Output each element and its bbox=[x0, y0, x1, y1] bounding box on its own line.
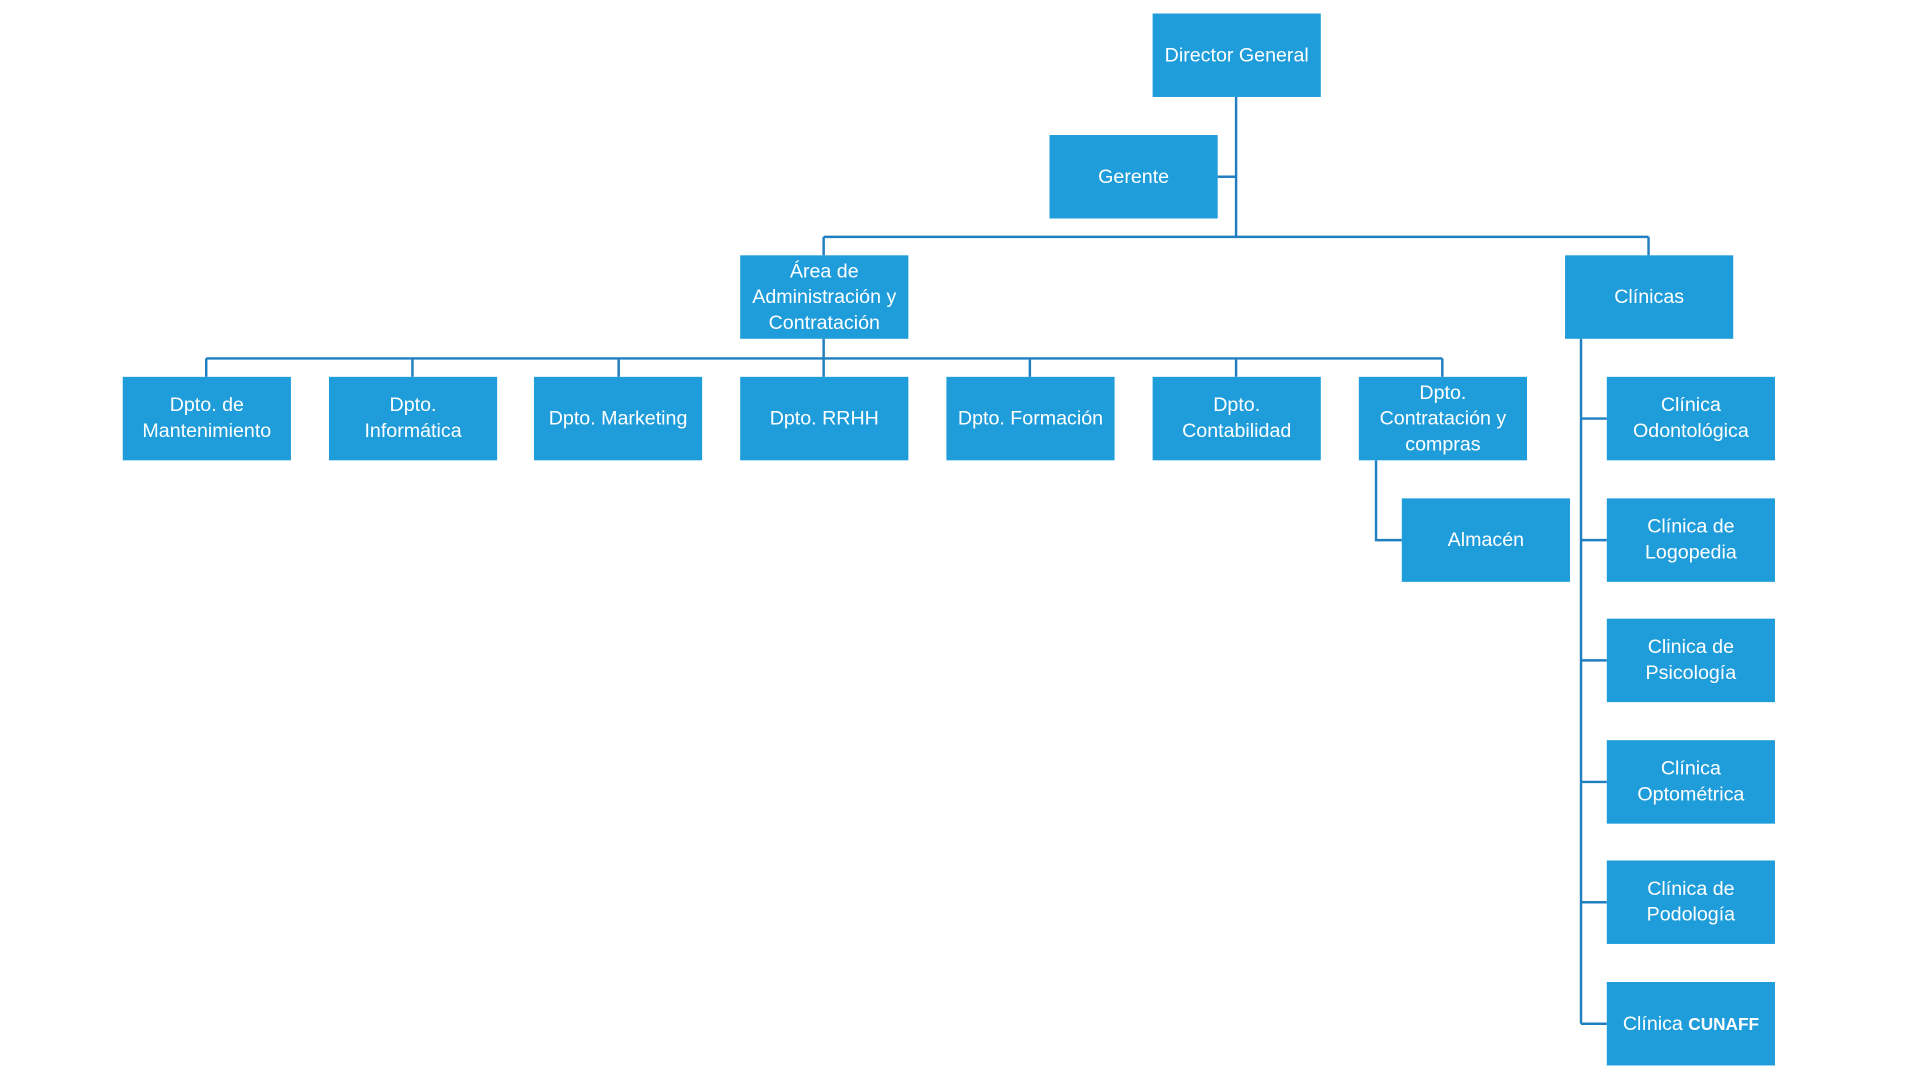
area-admin-box: Área de Administración y Contratación bbox=[740, 255, 909, 339]
dept-rrhh-box: Dpto. RRHH bbox=[740, 376, 909, 461]
clinic-cunaff-box: Clínica CUNAFF bbox=[1606, 982, 1775, 1066]
cunaff-brand: CUNAFF bbox=[1688, 1013, 1759, 1033]
dept-contabilidad-box: Dpto. Contabilidad bbox=[1152, 376, 1321, 461]
dept-informatica-box: Dpto. Informática bbox=[328, 376, 498, 461]
dept-mantenimiento-box: Dpto. de Mantenimiento bbox=[122, 376, 291, 461]
director-general-box: Director General bbox=[1152, 13, 1321, 97]
dept-contratacion-box: Dpto. Contratación y compras bbox=[1358, 376, 1528, 461]
clinic-logopedia-box: Clínica de Logopedia bbox=[1606, 498, 1775, 582]
clinic-psicologia-box: Clinica de Psicología bbox=[1606, 618, 1775, 703]
connector-almacen bbox=[1374, 460, 1402, 542]
gerente-box: Gerente bbox=[1049, 135, 1218, 219]
clinic-podologia-box: Clínica de Podología bbox=[1606, 860, 1775, 944]
clinic-optometrica-box: Clínica Optométrica bbox=[1606, 740, 1775, 824]
dept-marketing-box: Dpto. Marketing bbox=[533, 376, 703, 461]
clinicas-box: Clínicas bbox=[1565, 255, 1734, 339]
clinic-odontologica-box: Clínica Odontológica bbox=[1606, 376, 1775, 461]
almacen-box: Almacén bbox=[1401, 498, 1570, 582]
dept-formacion-box: Dpto. Formación bbox=[946, 376, 1115, 461]
clinic-cunaff-prefix: Clínica bbox=[1622, 1013, 1683, 1035]
